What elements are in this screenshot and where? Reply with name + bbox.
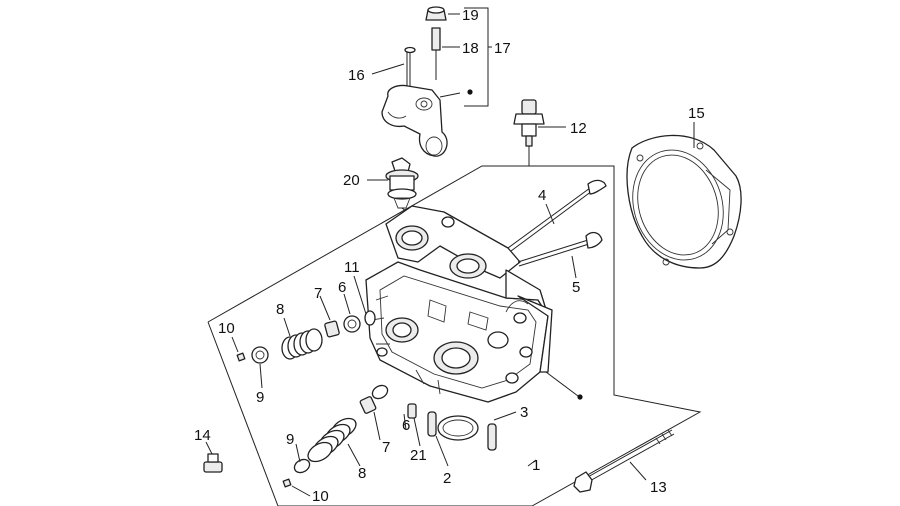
callout-8-lower: 8 (358, 465, 366, 482)
thermostat (385, 157, 421, 223)
callout-3: 3 (520, 404, 528, 421)
callout-21: 21 (410, 447, 427, 464)
lower-valve-train (282, 384, 389, 488)
callout-5: 5 (572, 279, 580, 296)
callout-4: 4 (538, 187, 546, 204)
callout-18: 18 (462, 40, 479, 57)
dowel-pins (407, 403, 497, 451)
callout-2: 2 (443, 470, 451, 487)
callout-1: 1 (532, 457, 540, 474)
assembly-outline (207, 165, 702, 506)
stud-bolt (573, 429, 675, 493)
callout-20: 20 (343, 172, 360, 189)
callout-7-lower: 7 (382, 439, 390, 456)
temperature-sensor (513, 99, 545, 166)
callout-10-lower: 10 (312, 488, 329, 505)
leader-lines (205, 13, 695, 497)
upper-valve-train (236, 310, 376, 364)
head-gasket (626, 134, 742, 269)
intake-valve (517, 231, 603, 267)
callout-9-upper: 9 (256, 389, 264, 406)
cylinder-head (365, 205, 553, 403)
thermostat-housing (381, 6, 448, 157)
callout-16: 16 (348, 67, 365, 84)
callout-13: 13 (650, 479, 667, 496)
callout-8-upper: 8 (276, 301, 284, 318)
callout-6-upper: 6 (338, 279, 346, 296)
callout-14: 14 (194, 427, 211, 444)
callout-11: 11 (344, 259, 360, 276)
callout-7-upper: 7 (314, 285, 322, 302)
sensor-group-bracket (439, 7, 492, 107)
callout-19: 19 (462, 7, 479, 24)
callout-9-lower: 9 (286, 431, 294, 448)
exhaust-valve (507, 179, 607, 252)
callout-10-upper: 10 (218, 320, 235, 337)
drain-plug (203, 453, 223, 473)
lower-valve-spring (307, 417, 357, 463)
callout-labels: 19 18 17 16 12 20 15 4 5 11 6 7 8 10 9 6… (194, 7, 705, 505)
upper-valve-spring (281, 328, 323, 360)
group-marker (545, 371, 583, 400)
callout-15: 15 (688, 105, 705, 122)
callout-6-lower: 6 (402, 417, 410, 434)
callout-17: 17 (494, 40, 511, 57)
callout-12: 12 (570, 120, 587, 137)
